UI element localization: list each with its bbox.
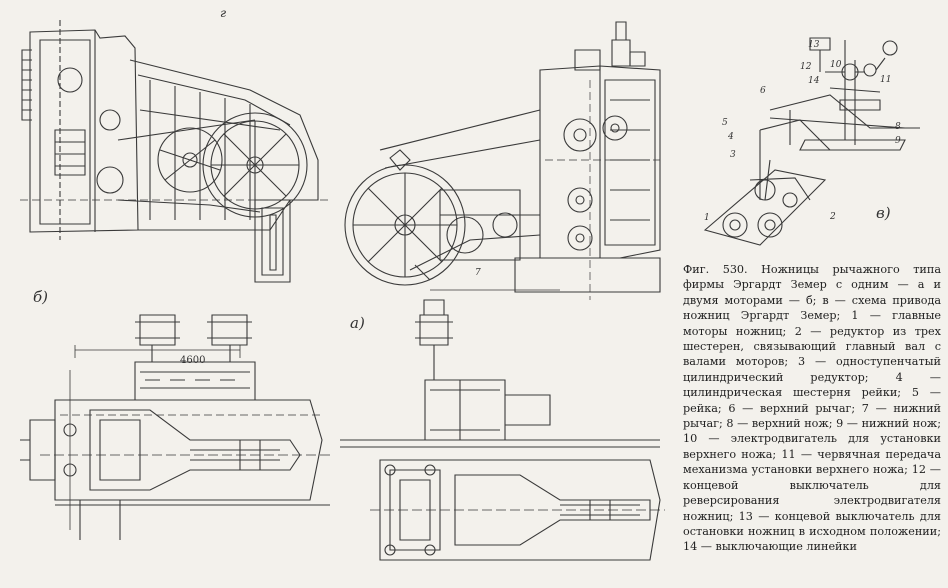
part-number-11: 11 [880,75,892,85]
dimension-label: 4600 [180,355,206,366]
part-number-14: 14 [808,76,820,86]
view-plan-center-drawing [340,299,665,561]
part-number-1: 1 [704,213,710,223]
top-mark: г [220,6,227,20]
part-number-3: 3 [730,150,736,160]
part-number-6: 6 [760,86,766,96]
part-number-8: 8 [895,122,901,132]
part-number-12: 12 [800,62,812,72]
part-number-4: 4 [728,132,734,142]
view-v-drawing [703,37,920,246]
view-label-a: а) [350,314,365,332]
part-number-7: 7 [475,268,481,278]
view-b-drawing [20,314,330,540]
figure-caption: Фиг. 530. Ножницы рычажного типа фирмы Э… [683,262,941,555]
side-view-top-left [20,20,330,283]
view-a-drawing [344,21,661,300]
view-label-b: б) [33,288,49,306]
view-label-v: в) [876,204,891,222]
part-number-13: 13 [808,40,820,50]
part-number-9: 9 [895,136,901,146]
part-number-2: 2 [830,212,836,222]
caption-text: Фиг. 530. Ножницы рычажного типа фирмы Э… [683,263,941,554]
part-number-10: 10 [830,60,842,70]
part-number-5: 5 [722,118,728,128]
